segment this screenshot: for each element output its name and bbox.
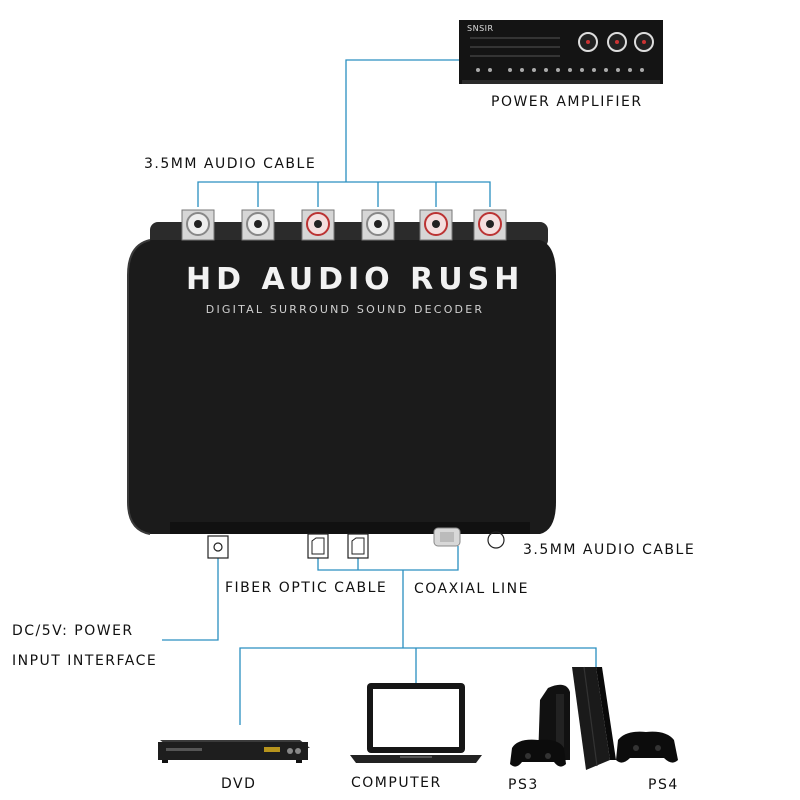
- device-title: HD AUDIO RUSH: [186, 262, 525, 297]
- laptop-icon: [350, 683, 482, 763]
- amplifier-brand: SNSIR: [467, 24, 494, 33]
- coaxial-port-icon: [433, 527, 461, 547]
- ps4-console-icon: [572, 666, 616, 770]
- computer-label: COMPUTER: [351, 775, 442, 791]
- ps4-label: PS4: [648, 777, 679, 793]
- rca-jack-icon: [181, 209, 507, 241]
- coaxial-line-label: COAXIAL LINE: [414, 581, 529, 597]
- gamepad-icon: [616, 731, 678, 763]
- device-subtitle: DIGITAL SURROUND SOUND DECODER: [205, 303, 485, 316]
- audio-cable-right-label: 3.5MM AUDIO CABLE: [523, 542, 696, 558]
- amp-connector-line: [345, 59, 459, 182]
- dc-power-label-line1: DC/5V: POWER: [12, 623, 134, 639]
- audio-jack-icon: [487, 531, 505, 549]
- audio-cable-top-label: 3.5MM AUDIO CABLE: [144, 156, 317, 172]
- amplifier-icon: [459, 20, 663, 84]
- optical-port-icon: [307, 533, 369, 559]
- input-bus: [317, 546, 459, 571]
- fiber-optic-label: FIBER OPTIC CABLE: [225, 580, 388, 596]
- gamepad-icon: [510, 739, 566, 767]
- power-amplifier-label: POWER AMPLIFIER: [491, 94, 643, 110]
- dc-port-icon: [207, 535, 229, 559]
- top-cable-bus: [197, 181, 491, 207]
- dvd-label: DVD: [221, 776, 257, 792]
- bottom-bus: [239, 647, 597, 725]
- dvd-player-icon: [158, 740, 310, 763]
- ps3-label: PS3: [508, 777, 539, 793]
- dc-power-line: [162, 558, 219, 641]
- connector-lines: [162, 59, 597, 725]
- dc-power-label-line2: INPUT INTERFACE: [12, 653, 158, 669]
